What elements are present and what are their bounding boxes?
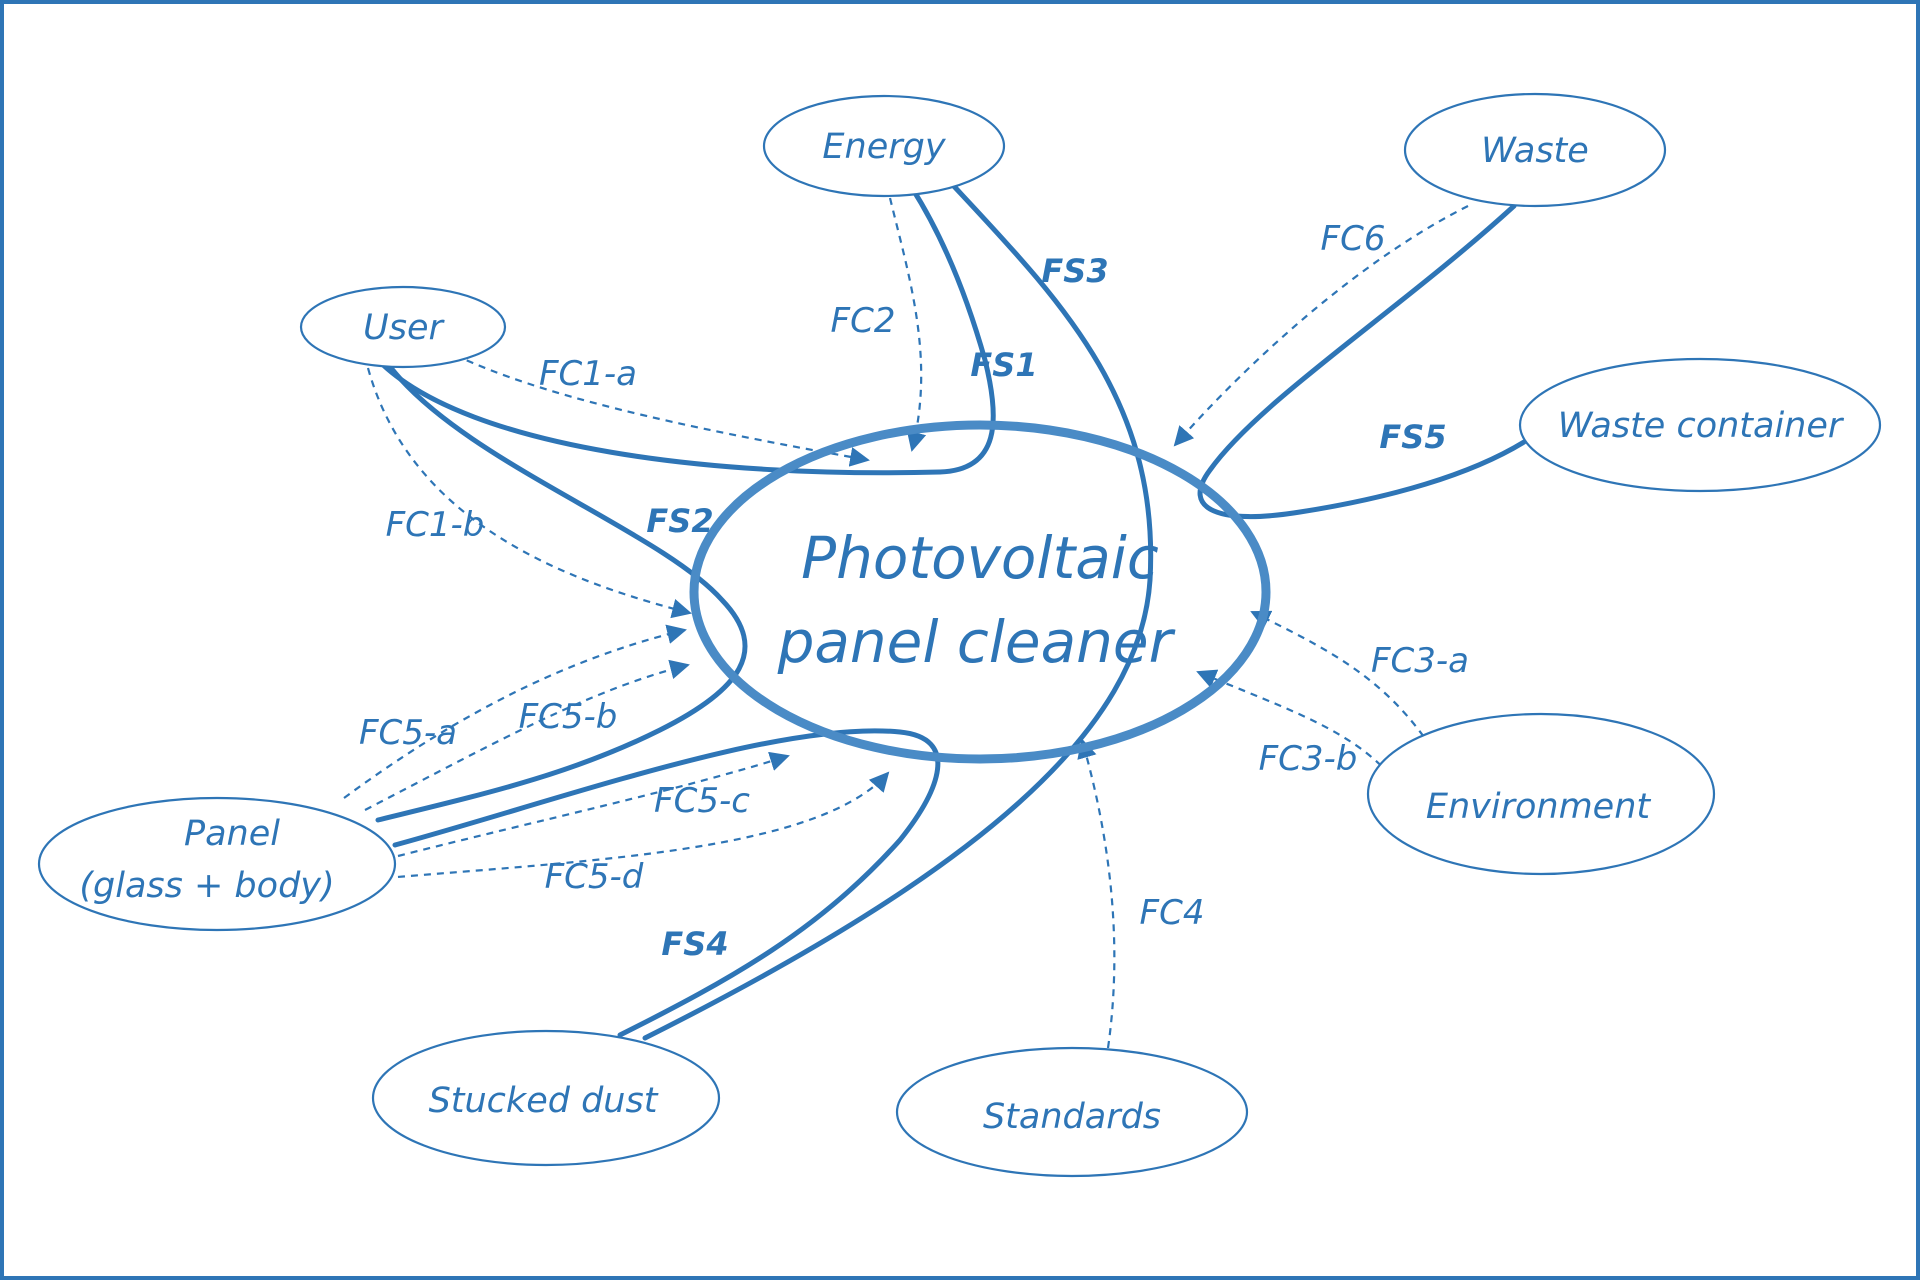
fc3b-label: FC3-b [1259,739,1358,779]
fc4-link [1077,738,1116,1049]
service-paths [375,179,1527,1041]
fs1-label: FS1 [970,346,1037,384]
node-standards: Standards [895,1046,1249,1178]
fc5d-label: FC5-d [545,857,644,897]
fs2-path [375,361,748,823]
fc3a-label: FC3-a [1371,641,1469,681]
fc5b-link [364,659,690,811]
node-waste: Waste [1403,92,1667,208]
fs2-label: FS2 [646,502,713,540]
node-waste-container: Waste container [1518,357,1882,493]
fc2-link [888,197,926,452]
fs4-path [392,728,941,1038]
fc3b-link [1196,669,1391,776]
node-user: User [299,285,507,369]
fs5-label: FS5 [1379,418,1446,456]
function-labels: FS1 FS2 FS3 FS4 FS5 FC1-a FC1-b FC2 FC3-… [359,219,1469,963]
fc1b-label: FC1-b [386,505,485,545]
node-waste-label: Waste [1481,131,1589,171]
fc5a-link [343,624,687,799]
fc3a-link [1250,610,1439,759]
constraint-links [343,197,1469,1049]
fs3-label: FS3 [1041,252,1108,290]
center-title-line1: Photovoltaic [801,524,1159,592]
fc2-label: FC2 [831,301,896,341]
node-environment-label: Environment [1426,787,1652,827]
fc6-label: FC6 [1321,219,1386,259]
node-energy-label: Energy [822,127,946,167]
fs5-path [1197,203,1527,520]
fc4-label: FC4 [1140,893,1205,933]
fc5c-link [397,751,790,858]
fs1-path [377,185,996,476]
fc5b-label: FC5-b [519,697,618,737]
node-energy: Energy [762,94,1006,198]
center-title-line2: panel cleaner [777,608,1176,676]
center-ellipse [689,420,1271,764]
fs4-label: FS4 [661,925,728,963]
fc1a-label: FC1-a [539,354,637,394]
fc5c-label: FC5-c [654,781,750,821]
node-panel-label-line2: (glass + body) [79,866,334,906]
fs3-path [642,179,1154,1041]
node-waste-container-label: Waste container [1558,406,1845,446]
fc1b-link [366,367,692,619]
fc1a-link [454,354,870,467]
node-panel: Panel (glass + body) [37,796,397,932]
node-user-label: User [363,308,445,348]
node-stucked-dust: Stucked dust [371,1029,721,1167]
node-panel-label-line1: Panel [184,814,280,854]
node-environment: Environment [1366,712,1716,876]
node-stucked-dust-label: Stucked dust [429,1081,659,1121]
fc5a-label: FC5-a [359,713,457,753]
node-standards-label: Standards [983,1097,1161,1137]
